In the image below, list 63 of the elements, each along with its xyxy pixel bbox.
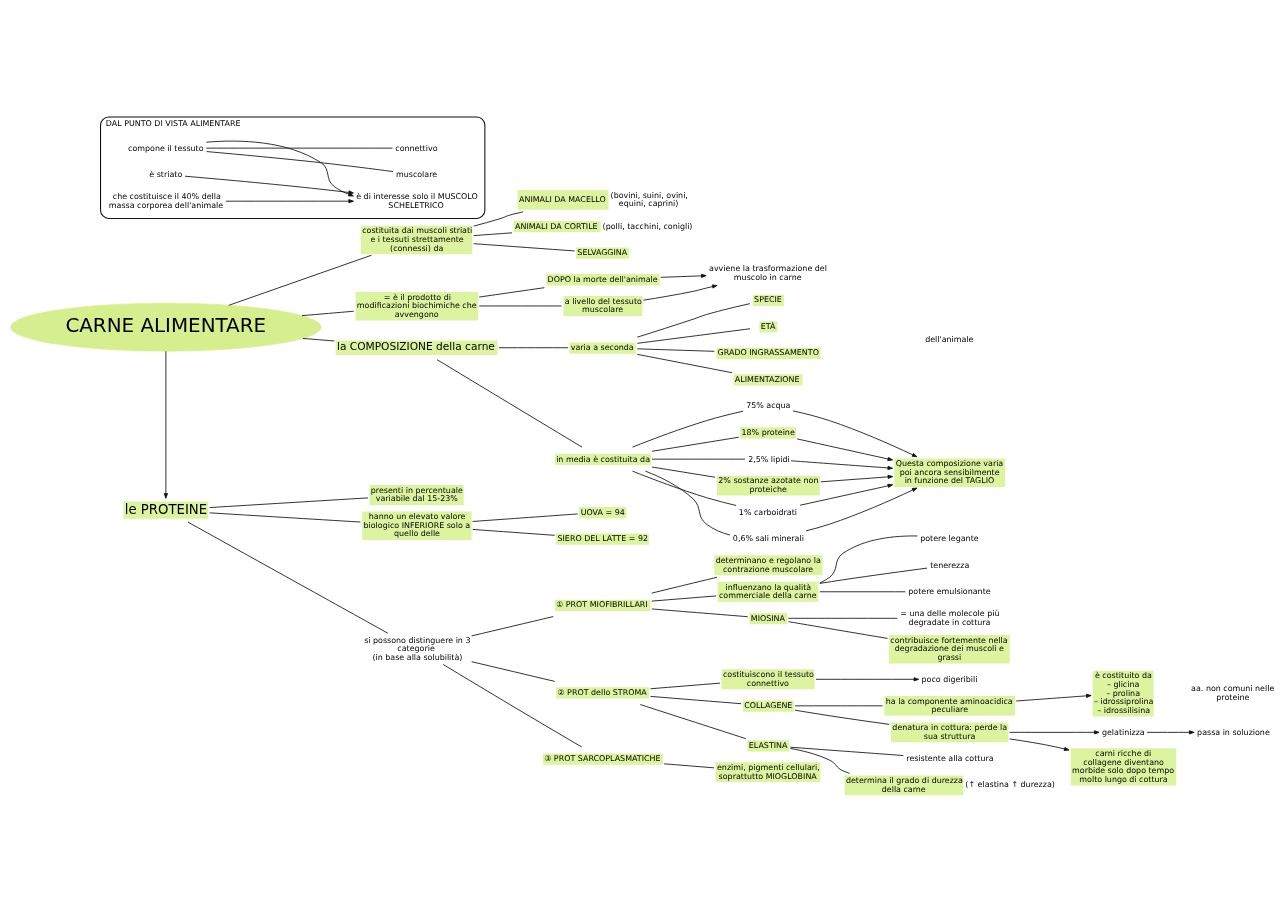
arrow [1015, 693, 1092, 702]
connector [650, 695, 742, 705]
arrow [1146, 730, 1195, 735]
arrow [790, 460, 893, 470]
connector [473, 243, 576, 252]
connector [209, 497, 369, 508]
connector [651, 608, 749, 618]
arrow [792, 410, 918, 458]
connector [651, 466, 716, 478]
connector [187, 521, 389, 634]
connector [650, 682, 721, 690]
connector [472, 513, 578, 522]
connector [471, 616, 554, 637]
connector [819, 567, 928, 584]
connector [636, 353, 733, 374]
connector [788, 621, 888, 639]
connector [644, 470, 731, 536]
connector [651, 595, 717, 602]
connector [651, 436, 740, 452]
arrow [643, 284, 718, 301]
arrow [805, 487, 918, 532]
connector [471, 661, 556, 682]
arrow [225, 199, 354, 204]
arrow [1009, 738, 1070, 751]
connector [663, 763, 715, 769]
connector [632, 470, 737, 506]
connector [209, 512, 361, 523]
arrow [815, 677, 920, 682]
connector [442, 664, 582, 748]
arrow [184, 175, 354, 195]
connector [651, 576, 718, 594]
connector [636, 348, 715, 352]
connector [436, 359, 583, 448]
connector [478, 287, 545, 298]
connector [789, 748, 850, 774]
connector [787, 617, 898, 619]
connector [301, 310, 355, 317]
connector [636, 303, 751, 338]
connector [639, 704, 747, 740]
connector [228, 254, 372, 306]
connector [819, 591, 906, 593]
node-box: la COMPOSIZIONE della carne [335, 340, 498, 356]
connector [632, 410, 744, 448]
connector [473, 232, 513, 236]
connector [498, 347, 569, 349]
node-ellipse: CARNE ALIMENTARE [10, 302, 322, 352]
arrow [163, 350, 168, 499]
connector [636, 328, 751, 344]
arrow [660, 273, 707, 278]
connector [302, 338, 335, 342]
arrow [205, 140, 354, 197]
arrow [796, 438, 893, 461]
connector [819, 535, 918, 584]
arrow [820, 474, 894, 483]
connector [790, 746, 904, 756]
connector [472, 529, 556, 536]
node-box: le PROTEINE [123, 501, 209, 519]
connector [206, 151, 394, 172]
arrow [1009, 730, 1100, 735]
arrow [799, 483, 894, 506]
connector [205, 147, 393, 149]
connector [794, 709, 890, 725]
connector [473, 211, 524, 227]
